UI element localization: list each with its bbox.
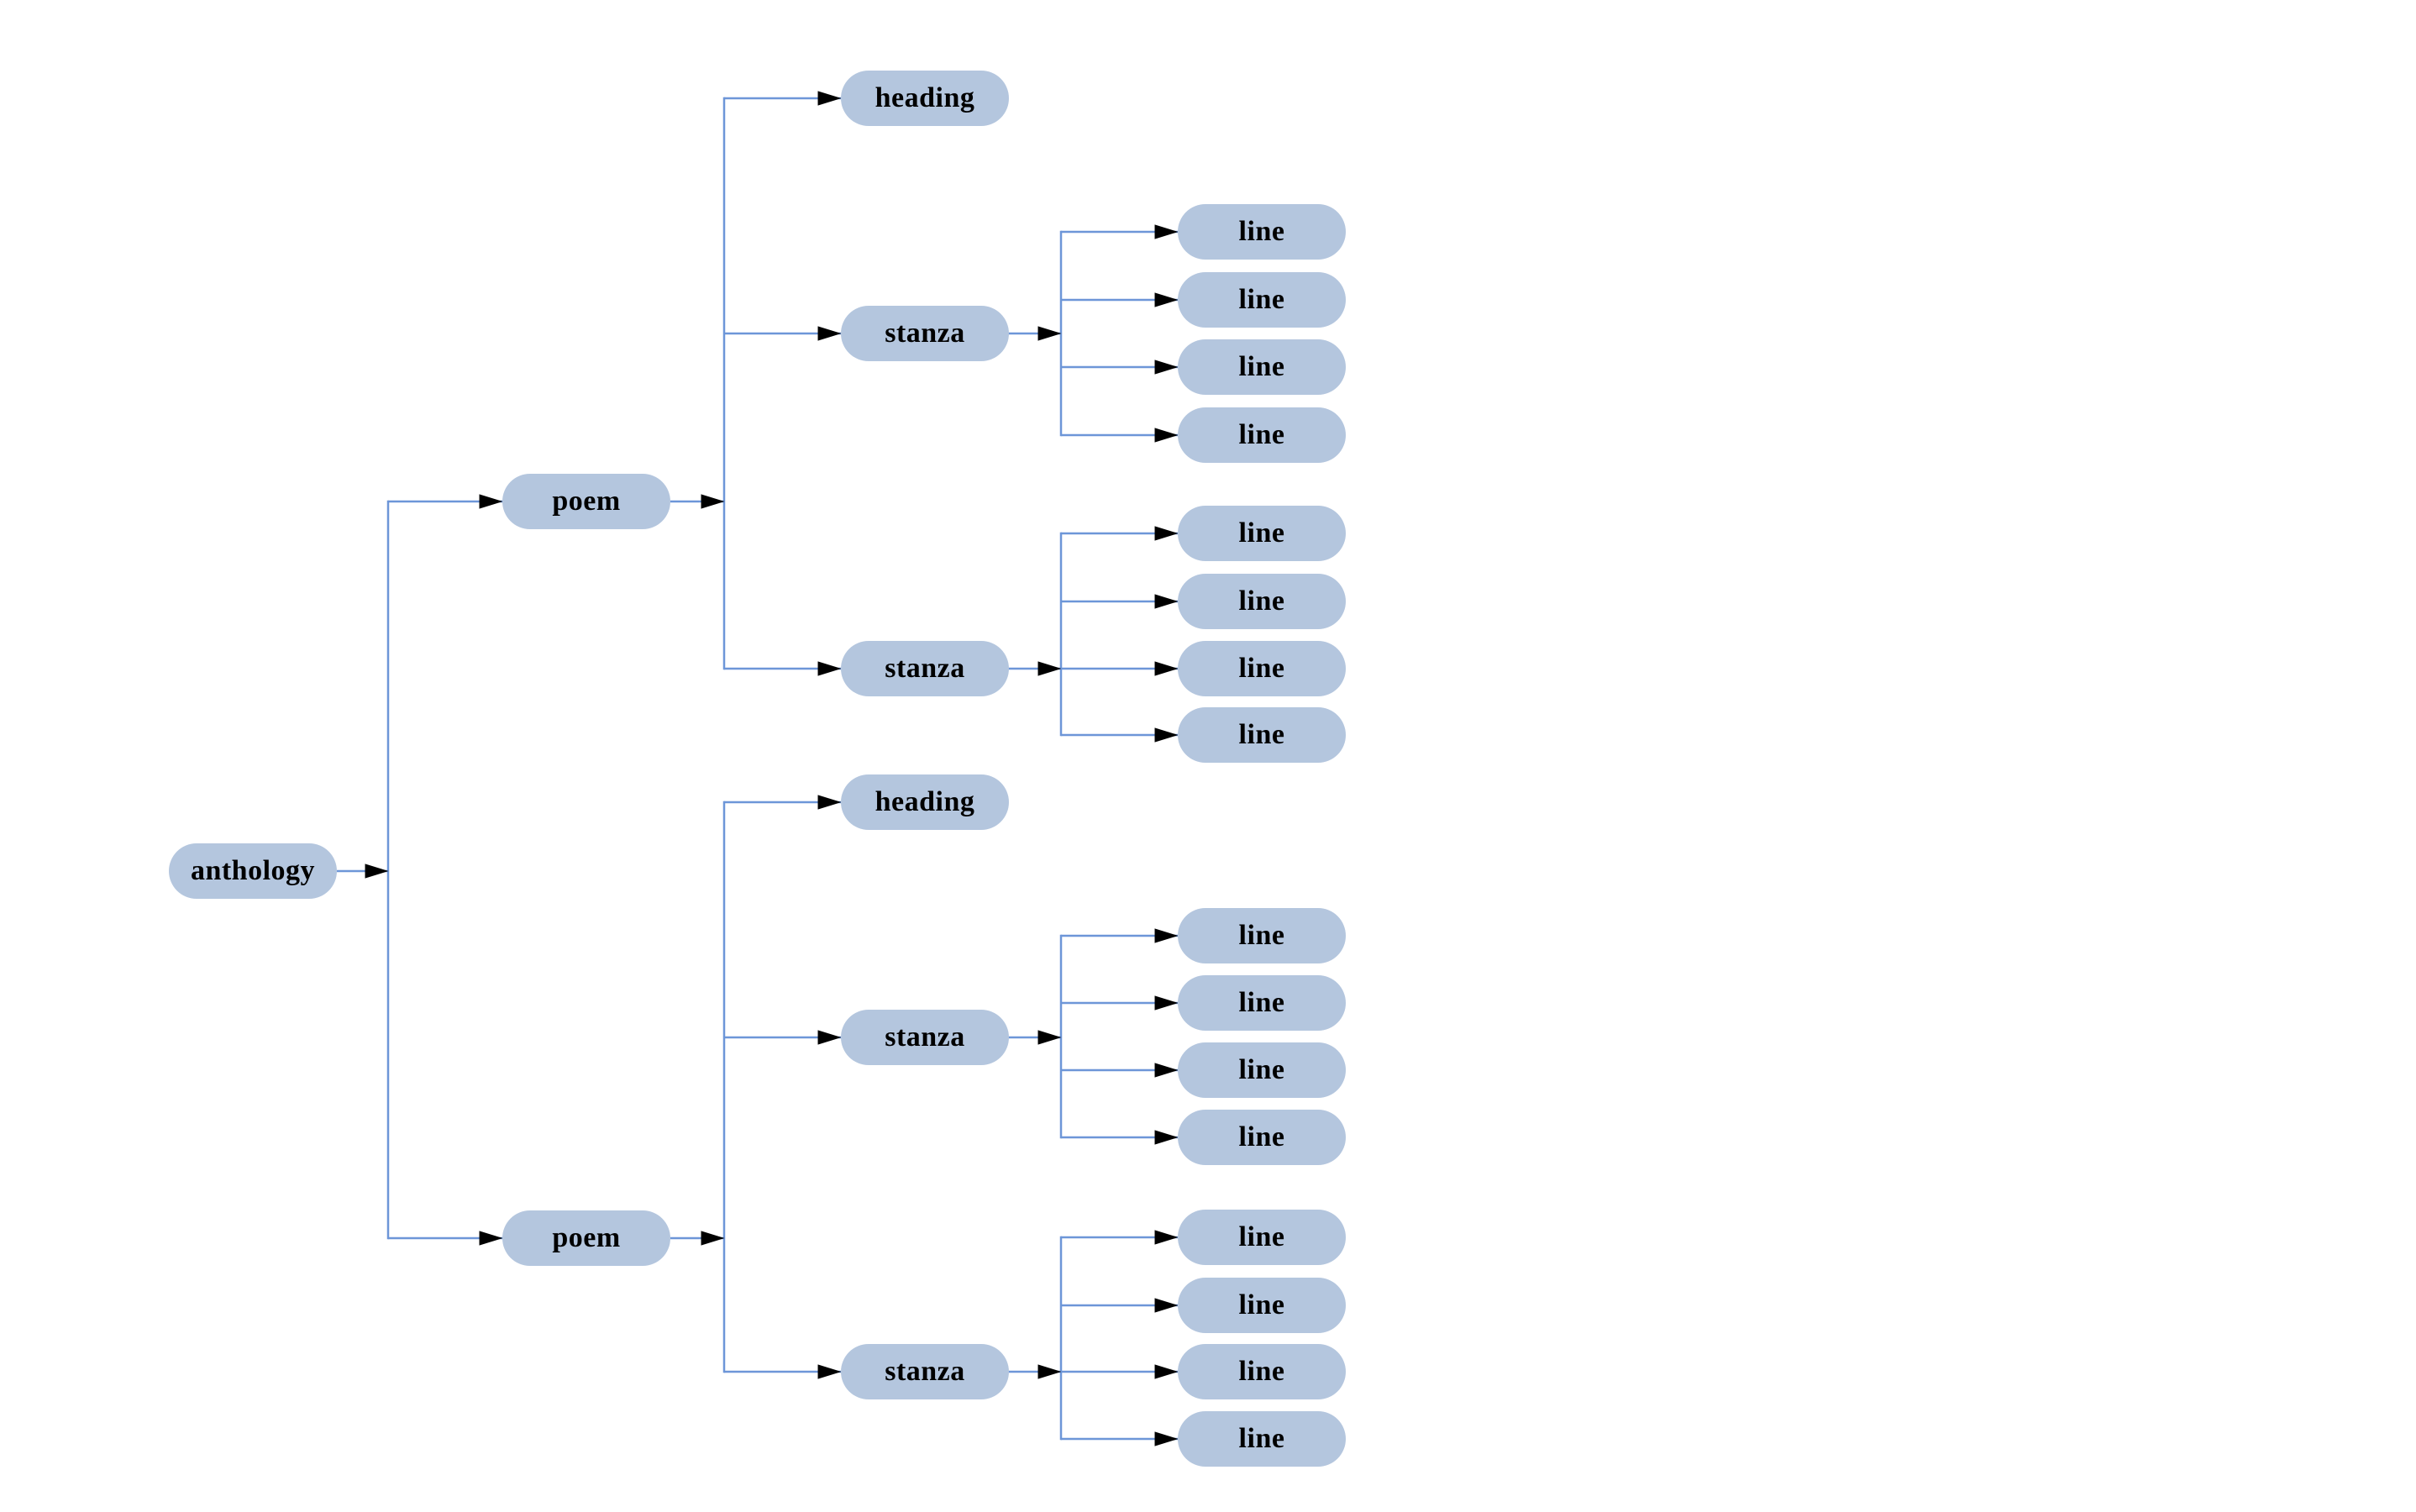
node-anthology: anthology	[169, 843, 337, 899]
node-line: line	[1178, 1411, 1346, 1467]
node-poem: poem	[502, 1210, 670, 1266]
node-line: line	[1178, 1278, 1346, 1333]
node-stanza: stanza	[841, 306, 1009, 361]
node-stanza: stanza	[841, 641, 1009, 696]
node-heading: heading	[841, 71, 1009, 126]
node-line: line	[1178, 1110, 1346, 1165]
node-line: line	[1178, 1042, 1346, 1098]
node-heading: heading	[841, 774, 1009, 830]
node-line: line	[1178, 707, 1346, 763]
node-line: line	[1178, 407, 1346, 463]
node-stanza: stanza	[841, 1344, 1009, 1399]
node-line: line	[1178, 204, 1346, 260]
node-line: line	[1178, 1344, 1346, 1399]
node-line: line	[1178, 339, 1346, 395]
node-line: line	[1178, 975, 1346, 1031]
node-line: line	[1178, 506, 1346, 561]
node-line: line	[1178, 1210, 1346, 1265]
node-line: line	[1178, 272, 1346, 328]
node-poem: poem	[502, 474, 670, 529]
node-line: line	[1178, 908, 1346, 963]
node-line: line	[1178, 574, 1346, 629]
node-stanza: stanza	[841, 1010, 1009, 1065]
node-line: line	[1178, 641, 1346, 696]
